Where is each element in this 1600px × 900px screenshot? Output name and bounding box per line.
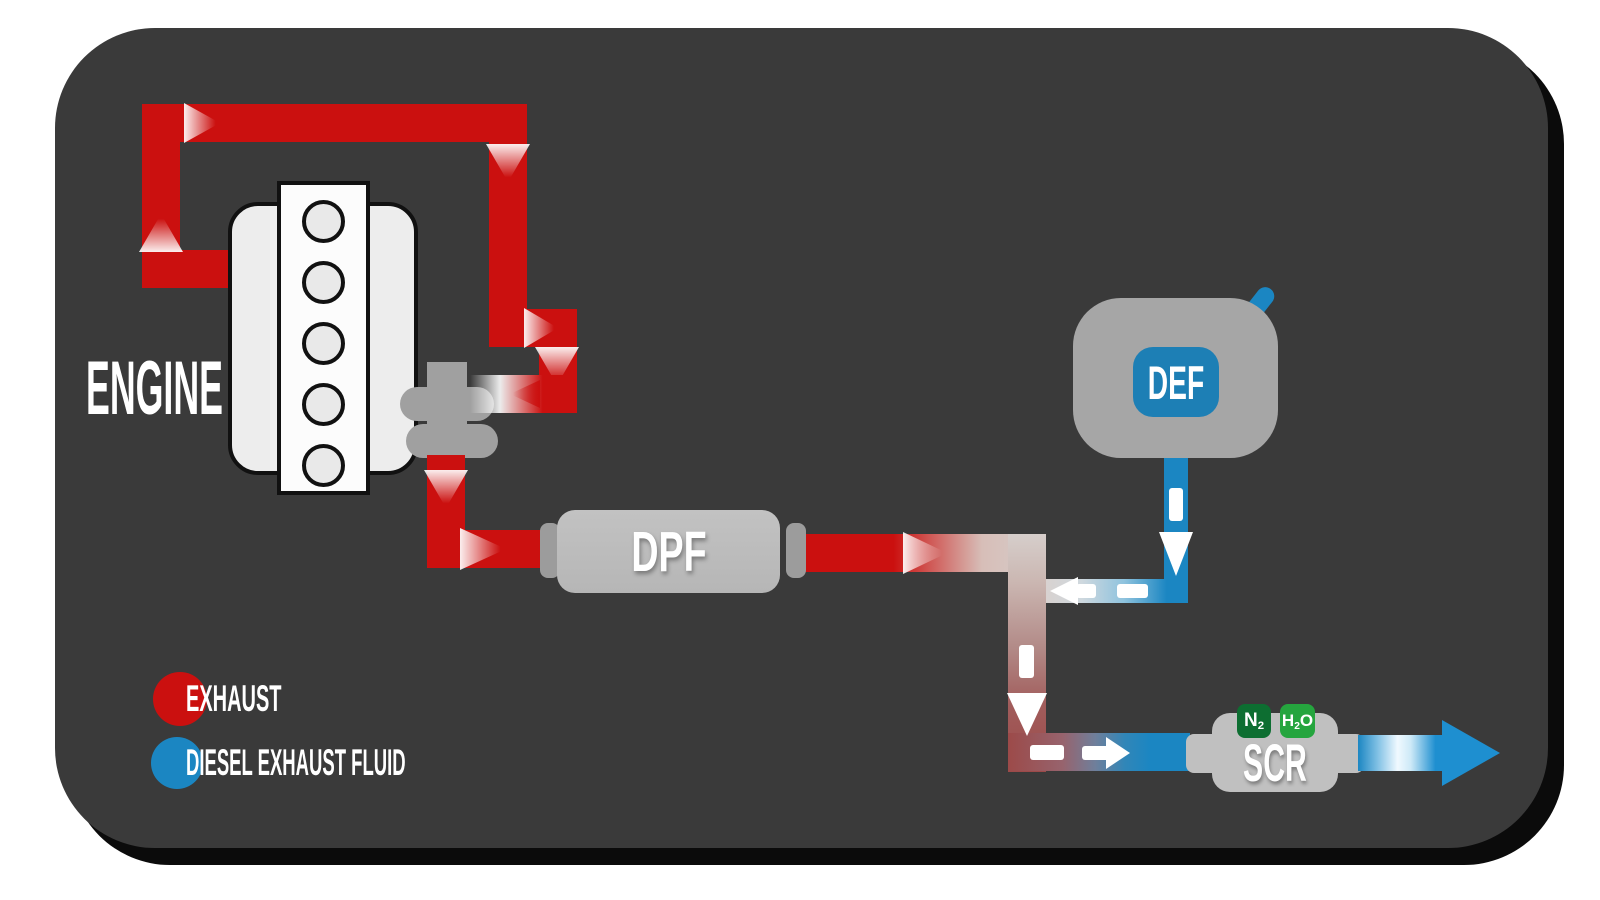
exhaust-pipe-engine-stub	[142, 250, 232, 288]
scr-catalyst	[1212, 713, 1338, 792]
dpf-filter: DPF	[557, 510, 780, 593]
legend-def-swatch	[151, 737, 203, 789]
legend-def-wrap: DIESEL EXHAUST FLUID	[186, 742, 625, 783]
def-flow-dash-icon	[1169, 488, 1183, 521]
cylinder-icon	[302, 322, 345, 365]
def-label: DEF	[1147, 355, 1205, 409]
dpf-end-cap	[786, 523, 806, 578]
n2-badge: N2	[1237, 704, 1271, 738]
def-flow-shaft-icon	[1076, 584, 1096, 598]
def-label-plate: DEF	[1133, 347, 1219, 417]
cylinder-icon	[302, 383, 345, 426]
legend-exhaust-label: EXHAUST	[186, 678, 282, 719]
h2o-text: H2O	[1281, 710, 1314, 732]
scr-label-wrap: SCR	[1212, 734, 1338, 793]
scr-label: SCR	[1243, 733, 1307, 793]
def-pipe-down	[1164, 455, 1188, 603]
cylinder-icon	[302, 444, 345, 487]
n2-text: N2	[1243, 709, 1265, 733]
engine-label-wrap: ENGINE	[86, 346, 377, 431]
cylinder-icon	[302, 261, 345, 304]
engine-label: ENGINE	[86, 345, 223, 431]
mixed-flow-dash-icon	[1019, 645, 1034, 678]
legend-exhaust-wrap: EXHAUST	[186, 678, 363, 719]
h2o-badge: H2O	[1280, 704, 1315, 738]
mixed-flow-shaft-icon	[1082, 746, 1110, 760]
tailpipe-shaft	[1358, 735, 1446, 771]
legend-def-label: DIESEL EXHAUST FLUID	[186, 742, 406, 783]
cylinder-icon	[302, 200, 345, 243]
def-flow-dash-icon	[1117, 584, 1148, 598]
mixed-flow-dash-icon	[1030, 745, 1064, 760]
dpf-end-cap	[540, 523, 560, 578]
dpf-label: DPF	[630, 519, 707, 584]
legend-exhaust-swatch	[153, 672, 207, 726]
